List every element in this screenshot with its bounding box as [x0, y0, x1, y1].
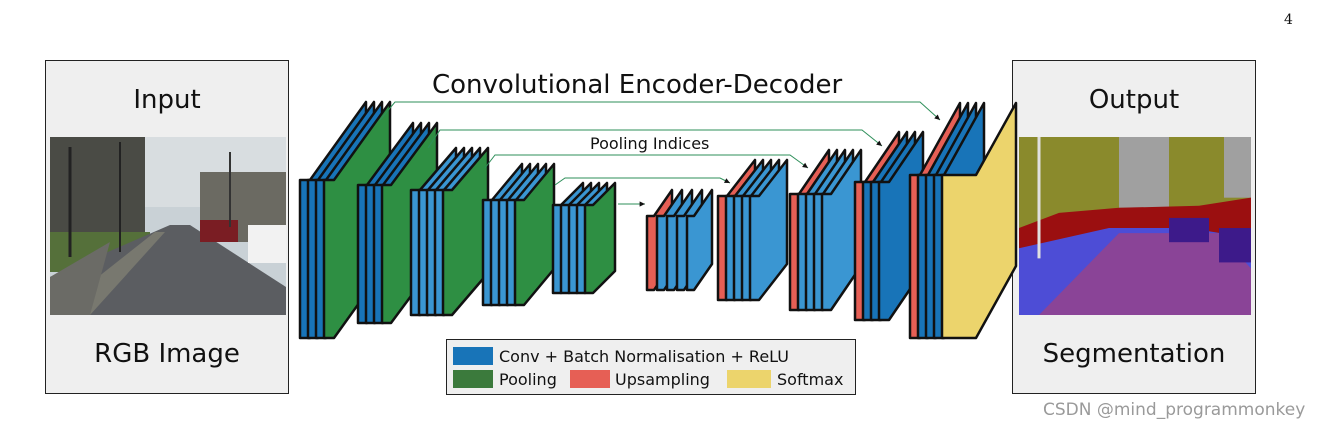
softmax-layer [940, 101, 1018, 340]
input-panel: Input RGB Image [45, 60, 289, 394]
pooling-indices-connector [554, 177, 731, 186]
pooling-indices-connector [379, 101, 941, 121]
connector-arrowhead [639, 201, 645, 207]
legend-label-pooling: Pooling [499, 370, 557, 389]
connector-arrowhead [802, 162, 808, 168]
conv-layer [685, 188, 714, 292]
connector-arrowhead [876, 140, 882, 146]
pooling-indices-label: Pooling Indices [590, 134, 710, 153]
watermark: CSDN @mind_programmonkey [1043, 400, 1306, 420]
legend-swatch-softmax [727, 370, 771, 388]
pooling-layer [583, 181, 617, 295]
conv-layer [748, 158, 789, 302]
input-title: Input [133, 85, 201, 115]
output-segmentation-map [1019, 137, 1251, 315]
pooling-indices-connector [484, 154, 809, 169]
legend-label-softmax: Softmax [777, 370, 844, 389]
output-caption: Segmentation [1042, 339, 1226, 369]
legend-swatch-upsampling [570, 370, 610, 388]
connector-arrowhead [934, 114, 940, 120]
legend-label-conv: Conv + Batch Normalisation + ReLU [499, 347, 789, 366]
input-caption: RGB Image [94, 339, 240, 369]
output-panel: Output Segmentation [1012, 60, 1256, 394]
page-number: 4 [1284, 12, 1293, 28]
output-title: Output [1088, 85, 1180, 115]
legend-label-upsampling: Upsampling [615, 370, 710, 389]
pooling-indices-connector [427, 129, 883, 149]
legend-swatch-pooling [453, 370, 493, 388]
legend: Conv + Batch Normalisation + ReLU Poolin… [446, 339, 856, 395]
input-rgb-photo [50, 137, 286, 315]
diagram-title: Convolutional Encoder-Decoder [432, 70, 843, 100]
connector-arrowhead [724, 178, 730, 183]
legend-swatch-conv [453, 347, 493, 365]
